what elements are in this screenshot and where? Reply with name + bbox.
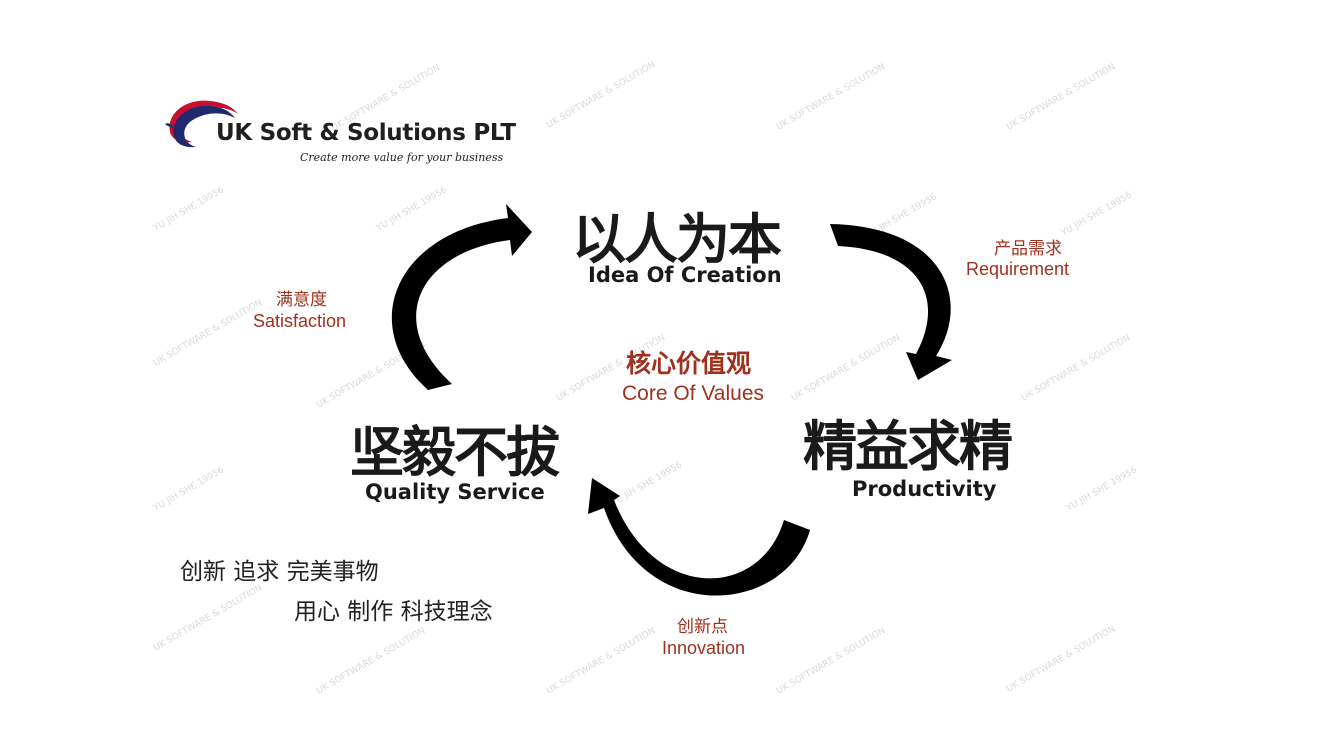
cycle-arrows bbox=[391, 204, 952, 596]
node-top-subtitle: Idea Of Creation bbox=[588, 263, 782, 287]
arrow-satisfaction-icon bbox=[391, 204, 532, 390]
link-satisfaction-en: Satisfaction bbox=[253, 311, 347, 331]
node-right-subtitle: Productivity bbox=[852, 477, 997, 501]
logo-emblem-icon bbox=[165, 100, 238, 148]
slogan-line-2: 用心 制作 科技理念 bbox=[294, 599, 493, 625]
center-subtitle: Core Of Values bbox=[622, 382, 765, 405]
node-right-title: 精益求精 bbox=[803, 415, 1013, 478]
node-top-title: 以人为本 bbox=[572, 208, 782, 271]
company-name: UK Soft & Solutions PLT bbox=[216, 120, 516, 146]
link-innovation-cn: 创新点 bbox=[677, 617, 728, 637]
node-left-title: 坚毅不拔 bbox=[350, 421, 560, 484]
link-innovation-en: Innovation bbox=[662, 638, 746, 658]
link-requirement-en: Requirement bbox=[966, 259, 1070, 279]
node-left-subtitle: Quality Service bbox=[365, 480, 545, 504]
arrow-requirement-icon bbox=[830, 224, 952, 380]
link-requirement-cn: 产品需求 bbox=[994, 239, 1062, 259]
slogan-line-1: 创新 追求 完美事物 bbox=[180, 559, 379, 585]
company-tagline: Create more value for your business bbox=[300, 151, 504, 164]
link-satisfaction-cn: 满意度 bbox=[276, 290, 327, 310]
center-title: 核心价值观 bbox=[626, 349, 752, 378]
arrow-innovation-icon bbox=[588, 478, 810, 596]
